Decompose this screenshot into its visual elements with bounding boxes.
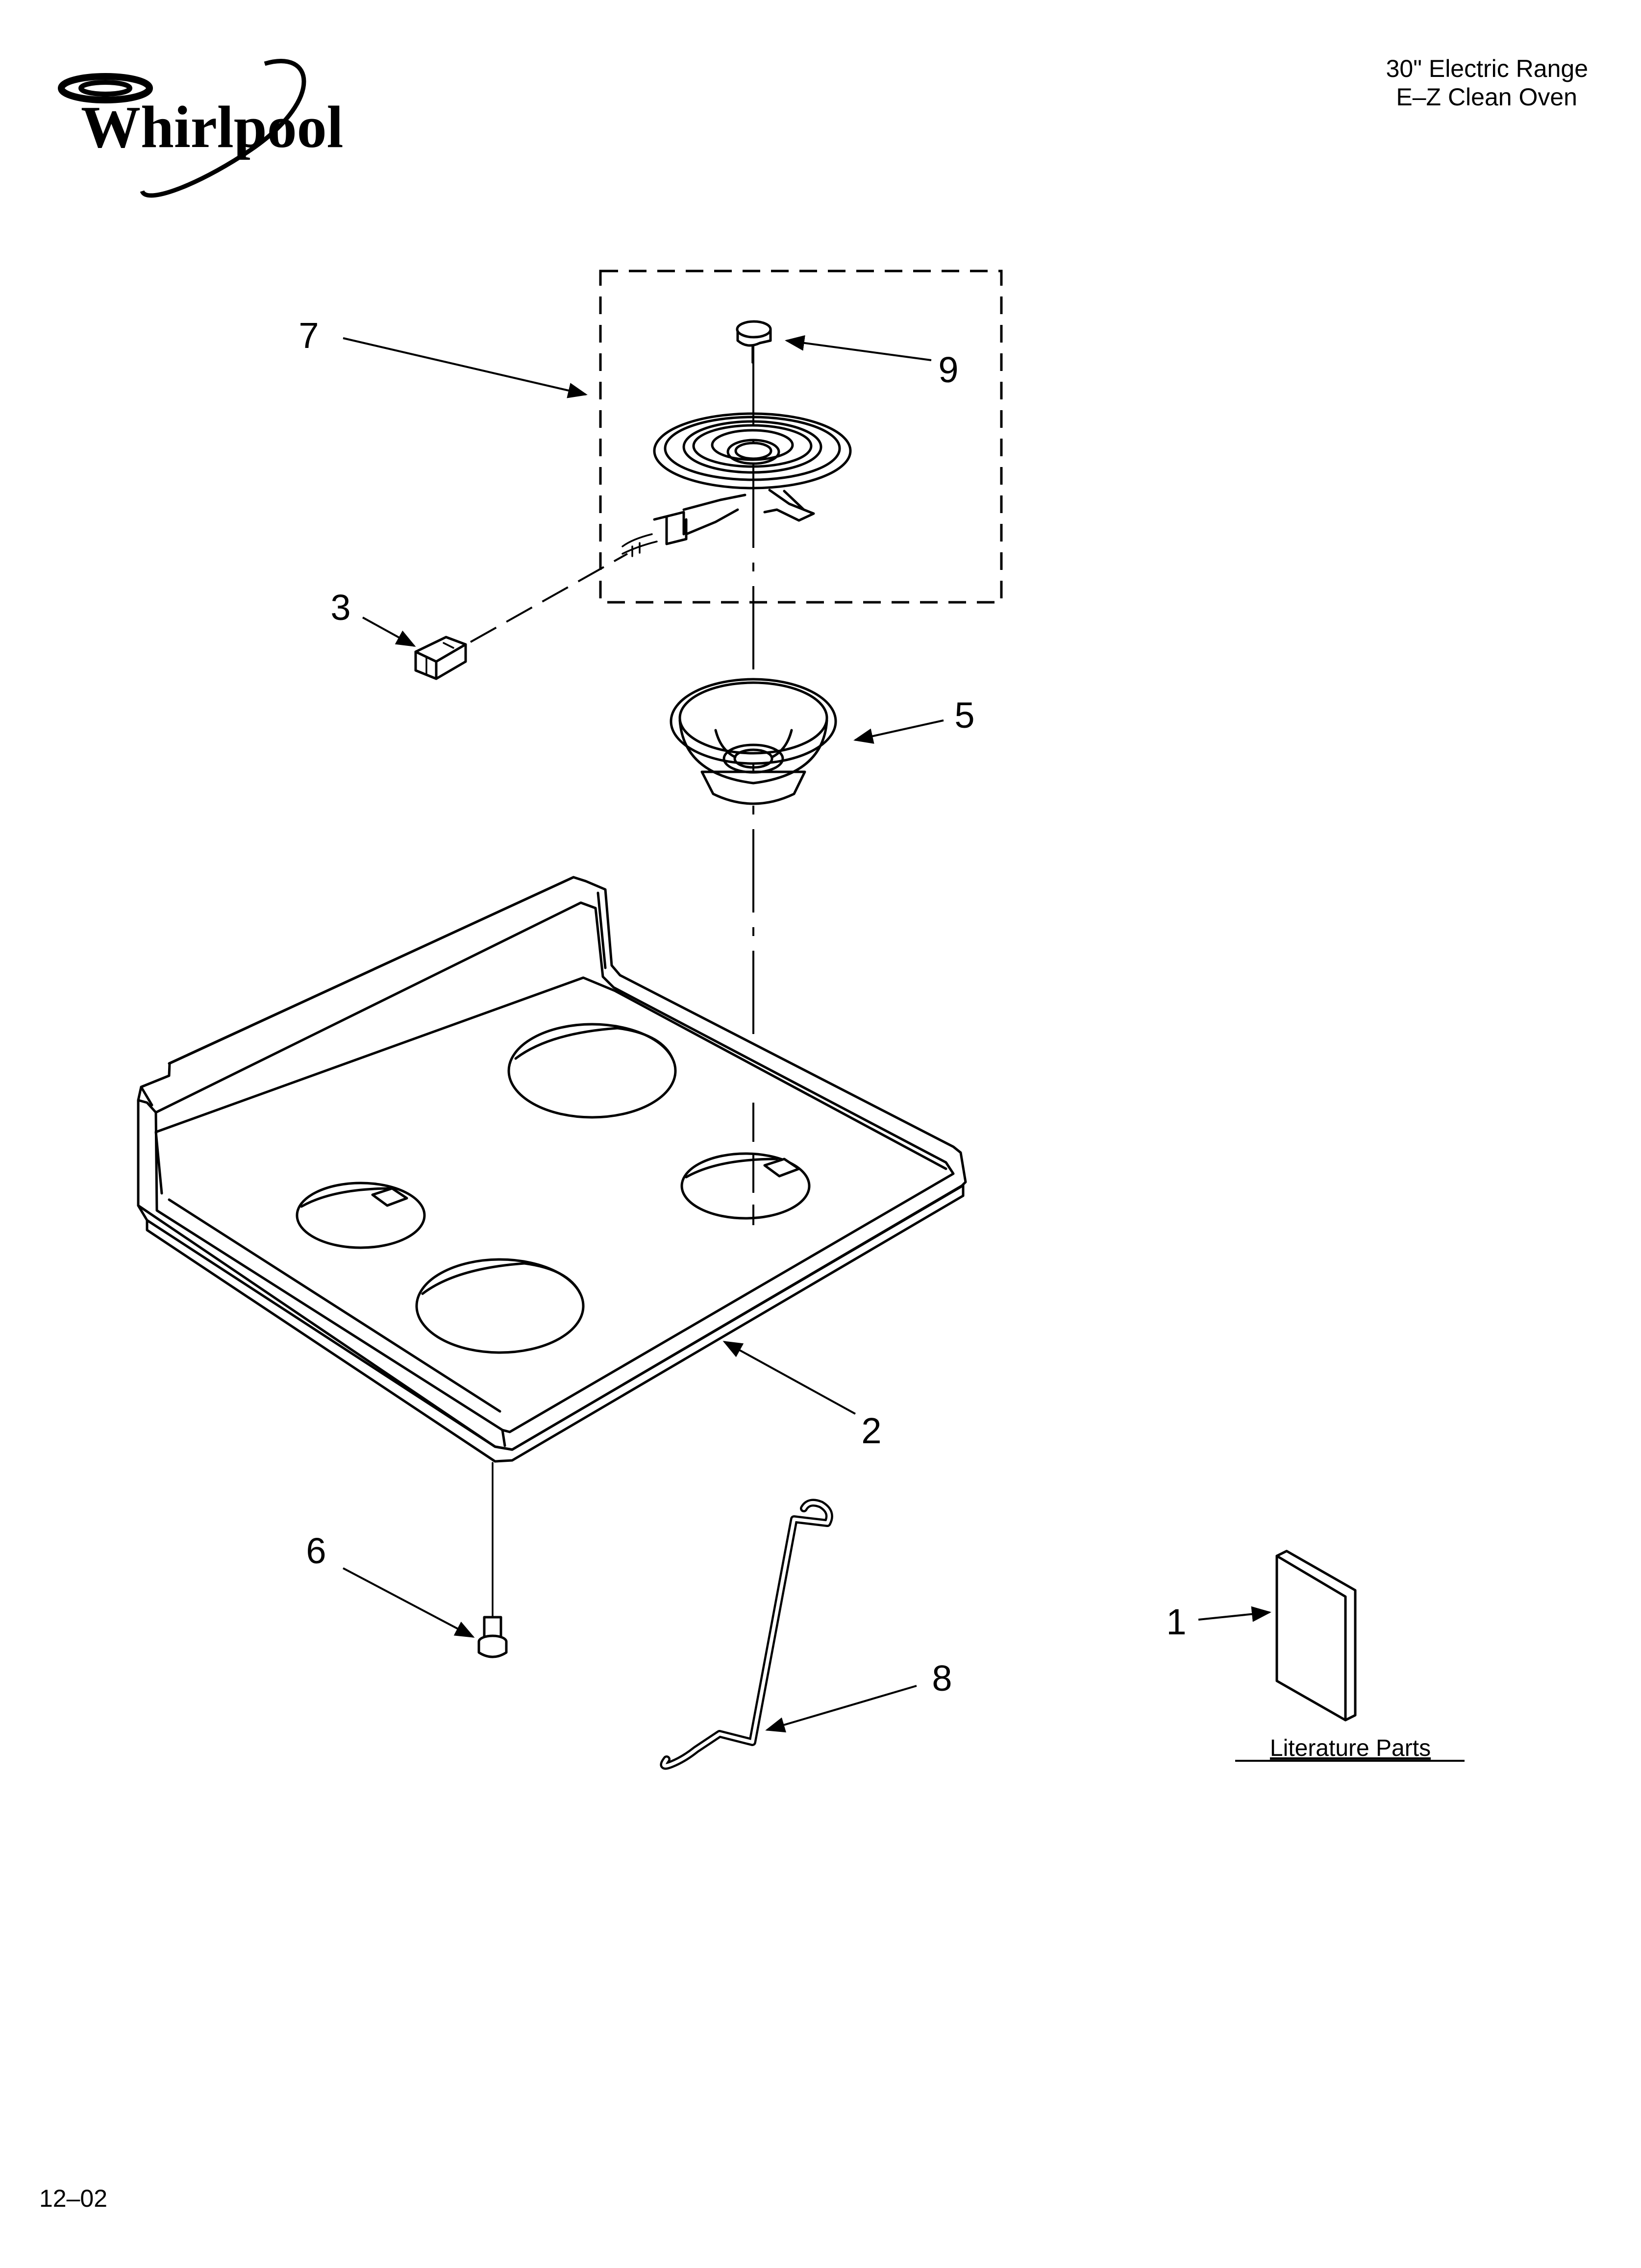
leader-8	[765, 1685, 917, 1733]
leader-6	[343, 1567, 475, 1638]
part-8-rod	[660, 1499, 833, 1770]
callout-3: 3	[330, 587, 350, 628]
callout-1: 1	[1166, 1602, 1186, 1642]
part-7-surface-element	[622, 412, 852, 557]
callout-9: 9	[938, 349, 958, 390]
burner-opening-front-left	[296, 1182, 426, 1249]
element-assembly-box	[599, 270, 1003, 604]
leader-5	[853, 719, 944, 744]
leader-2	[722, 1341, 856, 1415]
part-9-cap	[736, 320, 772, 364]
callout-2: 2	[861, 1410, 881, 1451]
leader-9	[785, 335, 932, 361]
burner-opening-rear-right	[680, 1152, 811, 1220]
callout-8: 8	[932, 1658, 952, 1699]
part-2-cooktop	[137, 876, 967, 1463]
footer-date-code: 12–02	[39, 2185, 107, 2212]
burner-opening-front-right	[415, 1258, 585, 1354]
part-3-terminal-block	[414, 636, 467, 680]
callout-6: 6	[306, 1530, 326, 1571]
part-5-drip-bowl	[670, 678, 837, 805]
literature-parts-label: Literature Parts	[1270, 1735, 1431, 1761]
header-line-2: E–Z Clean Oven	[1396, 83, 1577, 111]
leader-7	[343, 337, 588, 398]
logo-text: Whirlpool	[81, 94, 344, 160]
callout-5: 5	[954, 695, 974, 736]
burner-opening-rear-left	[507, 1023, 677, 1119]
part-1-literature	[1275, 1550, 1357, 1722]
header-line-1: 30" Electric Range	[1386, 55, 1588, 82]
leader-1	[1198, 1606, 1271, 1622]
part-6-screw	[477, 1462, 508, 1658]
whirlpool-logo: Whirlpool	[58, 59, 344, 198]
connector-lead-line	[470, 553, 628, 643]
leader-3	[362, 616, 416, 647]
callout-7: 7	[298, 315, 319, 356]
